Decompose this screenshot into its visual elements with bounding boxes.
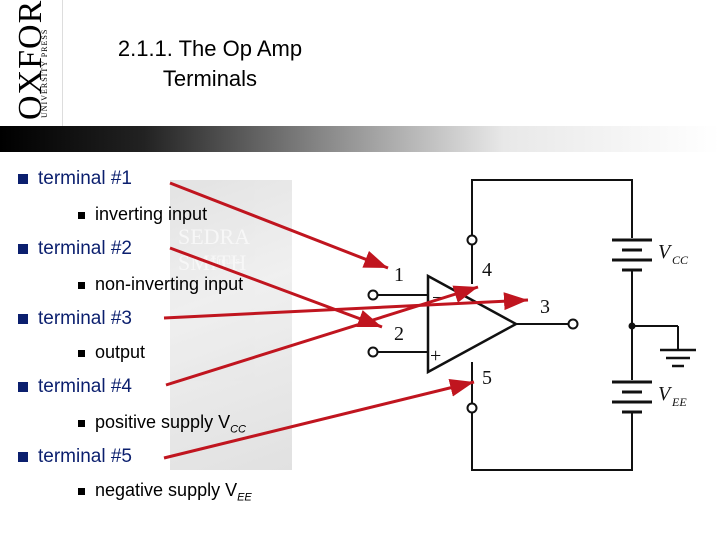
bullet-label: terminal #3 [38,308,132,329]
terminal-nodes [367,234,579,414]
sub-bullet-inverting: inverting input [78,204,207,225]
sub-bullet-subscript: CC [230,423,246,436]
sub-bullet-text: output [95,342,146,362]
sub-bullet-text: inverting input [95,204,208,224]
battery-vcc [612,238,652,272]
bullet-marker [18,173,28,184]
arrow-terminal-5 [163,378,475,460]
bullet-marker [18,451,28,462]
sub-bullet-negative-supply: negative supply VEE [78,480,252,504]
pin-label-5: 5 [482,367,492,389]
junction-dot [628,322,636,330]
vee-label: V [658,383,673,405]
terminal-node-3 [567,318,579,330]
bullet-terminal-2: terminal #2 [18,238,132,260]
top-rail-wire [471,179,633,238]
book-cover-image: SEDRA SMITH Circuits [170,180,292,470]
sub-bullet-text: negative supply V [95,480,238,500]
vee-subscript: EE [671,395,687,409]
bullet-terminal-5: terminal #5 [18,446,132,468]
ground-symbol [660,348,696,368]
sub-bullet-marker [78,281,85,289]
oxford-logo: OXFORD UNIVERSITY PRESS [0,0,63,126]
sub-bullet-text: non-inverting input [95,274,244,294]
terminal-node-5 [466,402,478,414]
sub-bullet-marker [78,419,85,427]
pin-label-3: 3 [540,296,550,318]
bullet-label: terminal #4 [38,376,132,397]
book-cover-subtitle: Circuits [210,256,241,266]
arrow-terminal-4 [165,285,479,387]
bullet-label: terminal #5 [38,446,132,467]
plus-sign: + [430,345,441,367]
sub-bullet-text: positive supply V [95,412,231,432]
pin-label-1: 1 [394,264,404,286]
bullet-label: terminal #1 [38,168,132,189]
arrow-terminal-3 [163,292,529,320]
bullet-terminal-4: terminal #4 [18,376,132,398]
bullet-terminal-1: terminal #1 [18,168,132,190]
terminal-node-1 [367,289,379,301]
bullet-marker [18,243,28,254]
sub-bullet-marker [78,349,85,357]
sub-bullet-marker [78,487,85,495]
vcc-subscript: CC [672,253,689,267]
bullet-marker [18,313,28,324]
pin-label-4: 4 [482,259,492,281]
annotation-arrows [163,181,529,460]
header-gradient-band [0,126,720,152]
sub-bullet-marker [78,211,85,219]
bullet-terminal-3: terminal #3 [18,308,132,330]
slide-title: 2.1.1. The Op Amp Terminals [117,36,303,91]
minus-sign: − [432,287,443,309]
terminal-node-4 [466,234,478,246]
sub-bullet-non-inverting: non-inverting input [78,274,243,295]
sub-bullet-positive-supply: positive supply VCC [78,412,246,436]
bottom-rail-wire [471,410,633,471]
battery-vee [612,380,652,414]
vcc-label: V [658,241,673,263]
bullet-marker [18,381,28,392]
sub-bullet-subscript: EE [237,491,252,504]
arrow-terminal-1 [169,181,389,270]
terminal-node-2 [367,346,379,358]
bullet-label: terminal #2 [38,238,132,259]
sub-bullet-output: output [78,342,145,363]
arrow-terminal-2 [169,246,383,329]
pin-label-2: 2 [394,323,404,345]
